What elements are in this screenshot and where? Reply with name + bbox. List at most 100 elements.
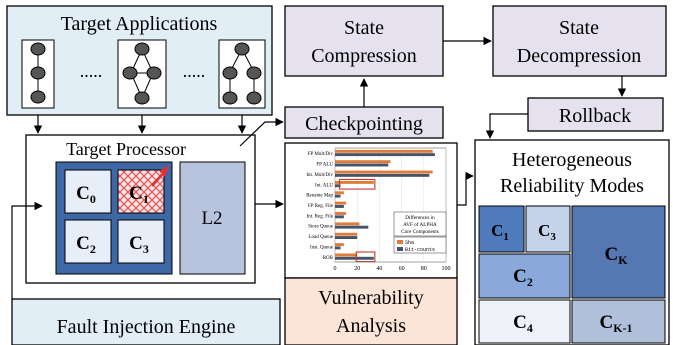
core-c0: C0 [64,169,112,214]
y-category-label: FP Mult/Div [308,152,334,157]
legend-label: Bit-counts [405,247,435,253]
difference-highlight [355,251,376,263]
y-category-label: Int. Reg. File [307,214,334,219]
bar [335,236,358,240]
bar [335,201,347,205]
svg-text:Vulnerability: Vulnerability [318,287,423,309]
svg-text:C3: C3 [538,221,556,243]
bar [335,180,374,184]
svg-text:C1: C1 [129,183,149,206]
bar [335,173,430,177]
fault-injection-engine: Fault Injection Engine [11,298,281,345]
svg-text:C3: C3 [129,233,149,256]
annotation-text: AVF of ALPHA [403,221,437,228]
legend-label: Sha [405,240,414,246]
bar [335,149,433,153]
svg-text:Compression: Compression [311,45,417,67]
core-c2: C2 [64,219,112,264]
bar [335,191,344,195]
bar [335,184,341,188]
bar [335,153,435,157]
reliability-title-2: Reliability Modes [500,175,644,197]
bar [335,163,389,167]
y-category-label: Int. ALU [315,183,333,188]
y-category-label: Load Queue [308,235,333,240]
svg-text:Checkpointing: Checkpointing [305,113,423,135]
mode-block-c3: C3 [525,205,571,253]
x-tick-label: 0 [334,266,337,272]
core-c1-faulty: C1 [117,165,170,214]
annotation-text: Differences in [405,214,435,221]
bar [335,253,358,257]
annotation-box [393,211,447,237]
mode-block-c2: C2 [478,253,571,299]
bar [335,194,341,198]
legend-swatch [397,247,403,251]
target-applications-title: Target Applications [61,13,218,35]
svg-text:C2: C2 [513,266,533,289]
svg-text:C1: C1 [491,221,509,243]
target-applications-box: Target Applications ..... ..... [6,5,273,116]
y-category-label: FP ALU [316,163,333,168]
svg-text:C4: C4 [513,312,533,335]
y-category-label: Inst. Queue [310,245,334,250]
bar [335,243,344,247]
bar [335,222,360,226]
svg-text:State: State [344,17,384,39]
rollback-box: Rollback [527,97,664,132]
y-category-label: Rename Map [306,194,333,199]
mode-block-ck: CK [571,205,666,299]
svg-text:C0: C0 [76,183,96,206]
mode-block-ck-1: CK-1 [571,299,666,344]
state-compression-box: State Compression [284,5,444,77]
checkpointing-box: Checkpointing [284,106,444,139]
mode-block-c1: C1 [478,205,525,253]
svg-text:CK: CK [604,244,628,267]
svg-text:Analysis: Analysis [336,315,406,337]
bar [335,212,347,215]
app-graph-icon [21,39,55,109]
legend-swatch [397,240,403,244]
bar [335,246,341,250]
fault-arrow-icon [151,165,170,187]
x-tick-label: 100 [442,266,451,272]
y-category-label: Store Queue [308,225,334,230]
bar [335,170,433,174]
x-tick-label: 20 [354,266,360,272]
svg-text:Decompression: Decompression [517,45,641,67]
difference-highlight [338,178,376,190]
x-tick-label: 60 [399,266,405,272]
bar [335,215,344,219]
bar [335,256,374,260]
annotation-text: Core Components [401,229,439,235]
reliability-title-1: Heterogeneous [512,149,632,171]
bar [335,205,344,208]
target-processor-box: Target Processor C0 C1 C2 C3 L2 [25,134,256,284]
svg-text:C2: C2 [76,233,96,256]
ellipsis-right: ..... [183,61,206,81]
y-category-label: ROB [323,256,334,261]
svg-text:State: State [559,17,599,39]
app-graph-icon [218,39,266,109]
state-decompression-box: State Decompression [492,5,667,77]
mode-block-c4: C4 [478,299,571,344]
core-c3: C3 [117,219,165,264]
svg-text:CK-1: CK-1 [599,312,632,335]
bar [335,160,391,164]
bar [335,225,369,229]
legend-box [393,236,447,254]
ellipsis-left: ..... [80,61,103,81]
y-category-label: FP Reg. File [308,204,334,209]
reliability-modes-box: Heterogeneous Reliability Modes C1 C3 CK… [474,139,670,345]
x-tick-label: 80 [421,266,427,272]
svg-text:Fault Injection Engine: Fault Injection Engine [57,316,236,338]
svg-text:Rollback: Rollback [559,105,631,127]
svg-text:L2: L2 [201,208,222,229]
app-graph-icon [117,39,167,109]
bar [335,232,358,236]
l2-cache: L2 [179,161,246,275]
vulnerability-analysis-box: Vulnerability Analysis [284,277,458,345]
x-tick-label: 40 [376,266,382,272]
